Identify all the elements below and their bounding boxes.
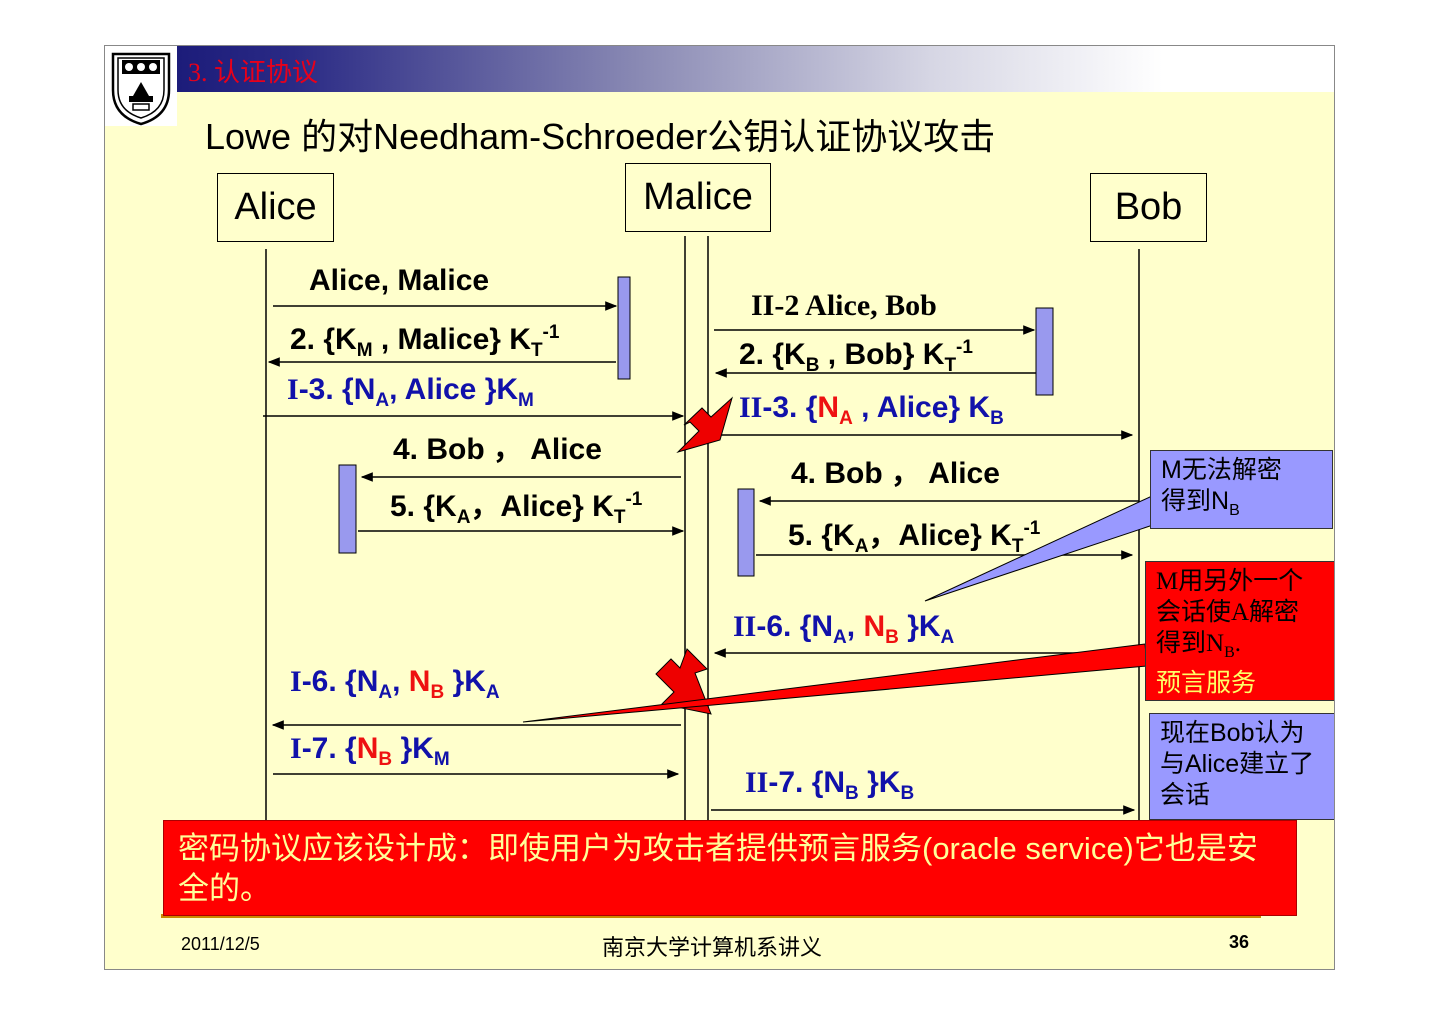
nju-seal-icon <box>111 52 171 126</box>
activation-bob <box>1035 307 1054 396</box>
activation-malice-s2 <box>737 488 755 577</box>
activation-malice-s1 <box>617 276 631 380</box>
lane-malice: Malice <box>625 163 771 232</box>
msg-ii2: II-2 Alice, Bob <box>751 289 937 322</box>
section-label: 3. 认证协议 <box>188 58 319 87</box>
university-logo <box>105 46 177 126</box>
sequence-diagram <box>263 236 1166 821</box>
conclusion-underline <box>161 914 1261 918</box>
msg-ii7: II-7. {NB }KB <box>745 766 915 804</box>
msg-ii5: 5. {KA，Alice} KT-1 <box>788 518 1041 557</box>
relay-arrow-icon <box>676 396 733 454</box>
lane-alice: Alice <box>217 173 334 242</box>
activation-alice <box>338 464 357 554</box>
msg-i7: I-7. {NB }KM <box>290 732 450 770</box>
msg-5: 5. {KA，Alice} KT-1 <box>390 489 643 528</box>
msg-1: Alice, Malice <box>309 264 490 297</box>
msg-ii2b: 2. {KB , Bob} KT-1 <box>739 337 973 376</box>
msg-i3: I-3. {NA, Alice }KM <box>287 373 534 411</box>
slide: 3. 认证协议 Lowe 的对Needham-Schroeder公钥认证协议攻击… <box>104 45 1335 970</box>
callout-oracle-service: M用另外一个 会话使A解密 得到NB. 预言服务 <box>1145 561 1334 701</box>
footer-course: 南京大学计算机系讲义 <box>602 935 823 960</box>
footer-date: 2011/12/5 <box>181 934 260 954</box>
msg-ii4: 4. Bob ， Alice <box>791 457 1000 490</box>
header-bar <box>177 46 1334 92</box>
page-title: Lowe 的对Needham-Schroeder公钥认证协议攻击 <box>205 116 996 157</box>
msg-ii3: II-3. {NA , Alice} KB <box>739 391 1004 429</box>
msg-ii6: II-6. {NA, NB }KA <box>733 610 955 648</box>
footer-page-number: 36 <box>1229 932 1250 952</box>
msg-4: 4. Bob ， Alice <box>393 433 602 466</box>
conclusion-box: 密码协议应该设计成：即使用户为攻击者提供预言服务(oracle service)… <box>163 820 1297 916</box>
callout-cannot-decrypt: M无法解密 得到NB <box>1150 450 1333 529</box>
callout-pointer-red <box>522 643 1148 723</box>
oracle-arrow-icon <box>655 648 712 715</box>
msg-2: 2. {KM , Malice} KT-1 <box>290 322 560 361</box>
callout-bob-believes: 现在Bob认为 与Alice建立了 会话 <box>1149 713 1334 820</box>
lane-bob: Bob <box>1090 173 1207 242</box>
msg-i6: I-6. {NA, NB }KA <box>290 665 500 703</box>
